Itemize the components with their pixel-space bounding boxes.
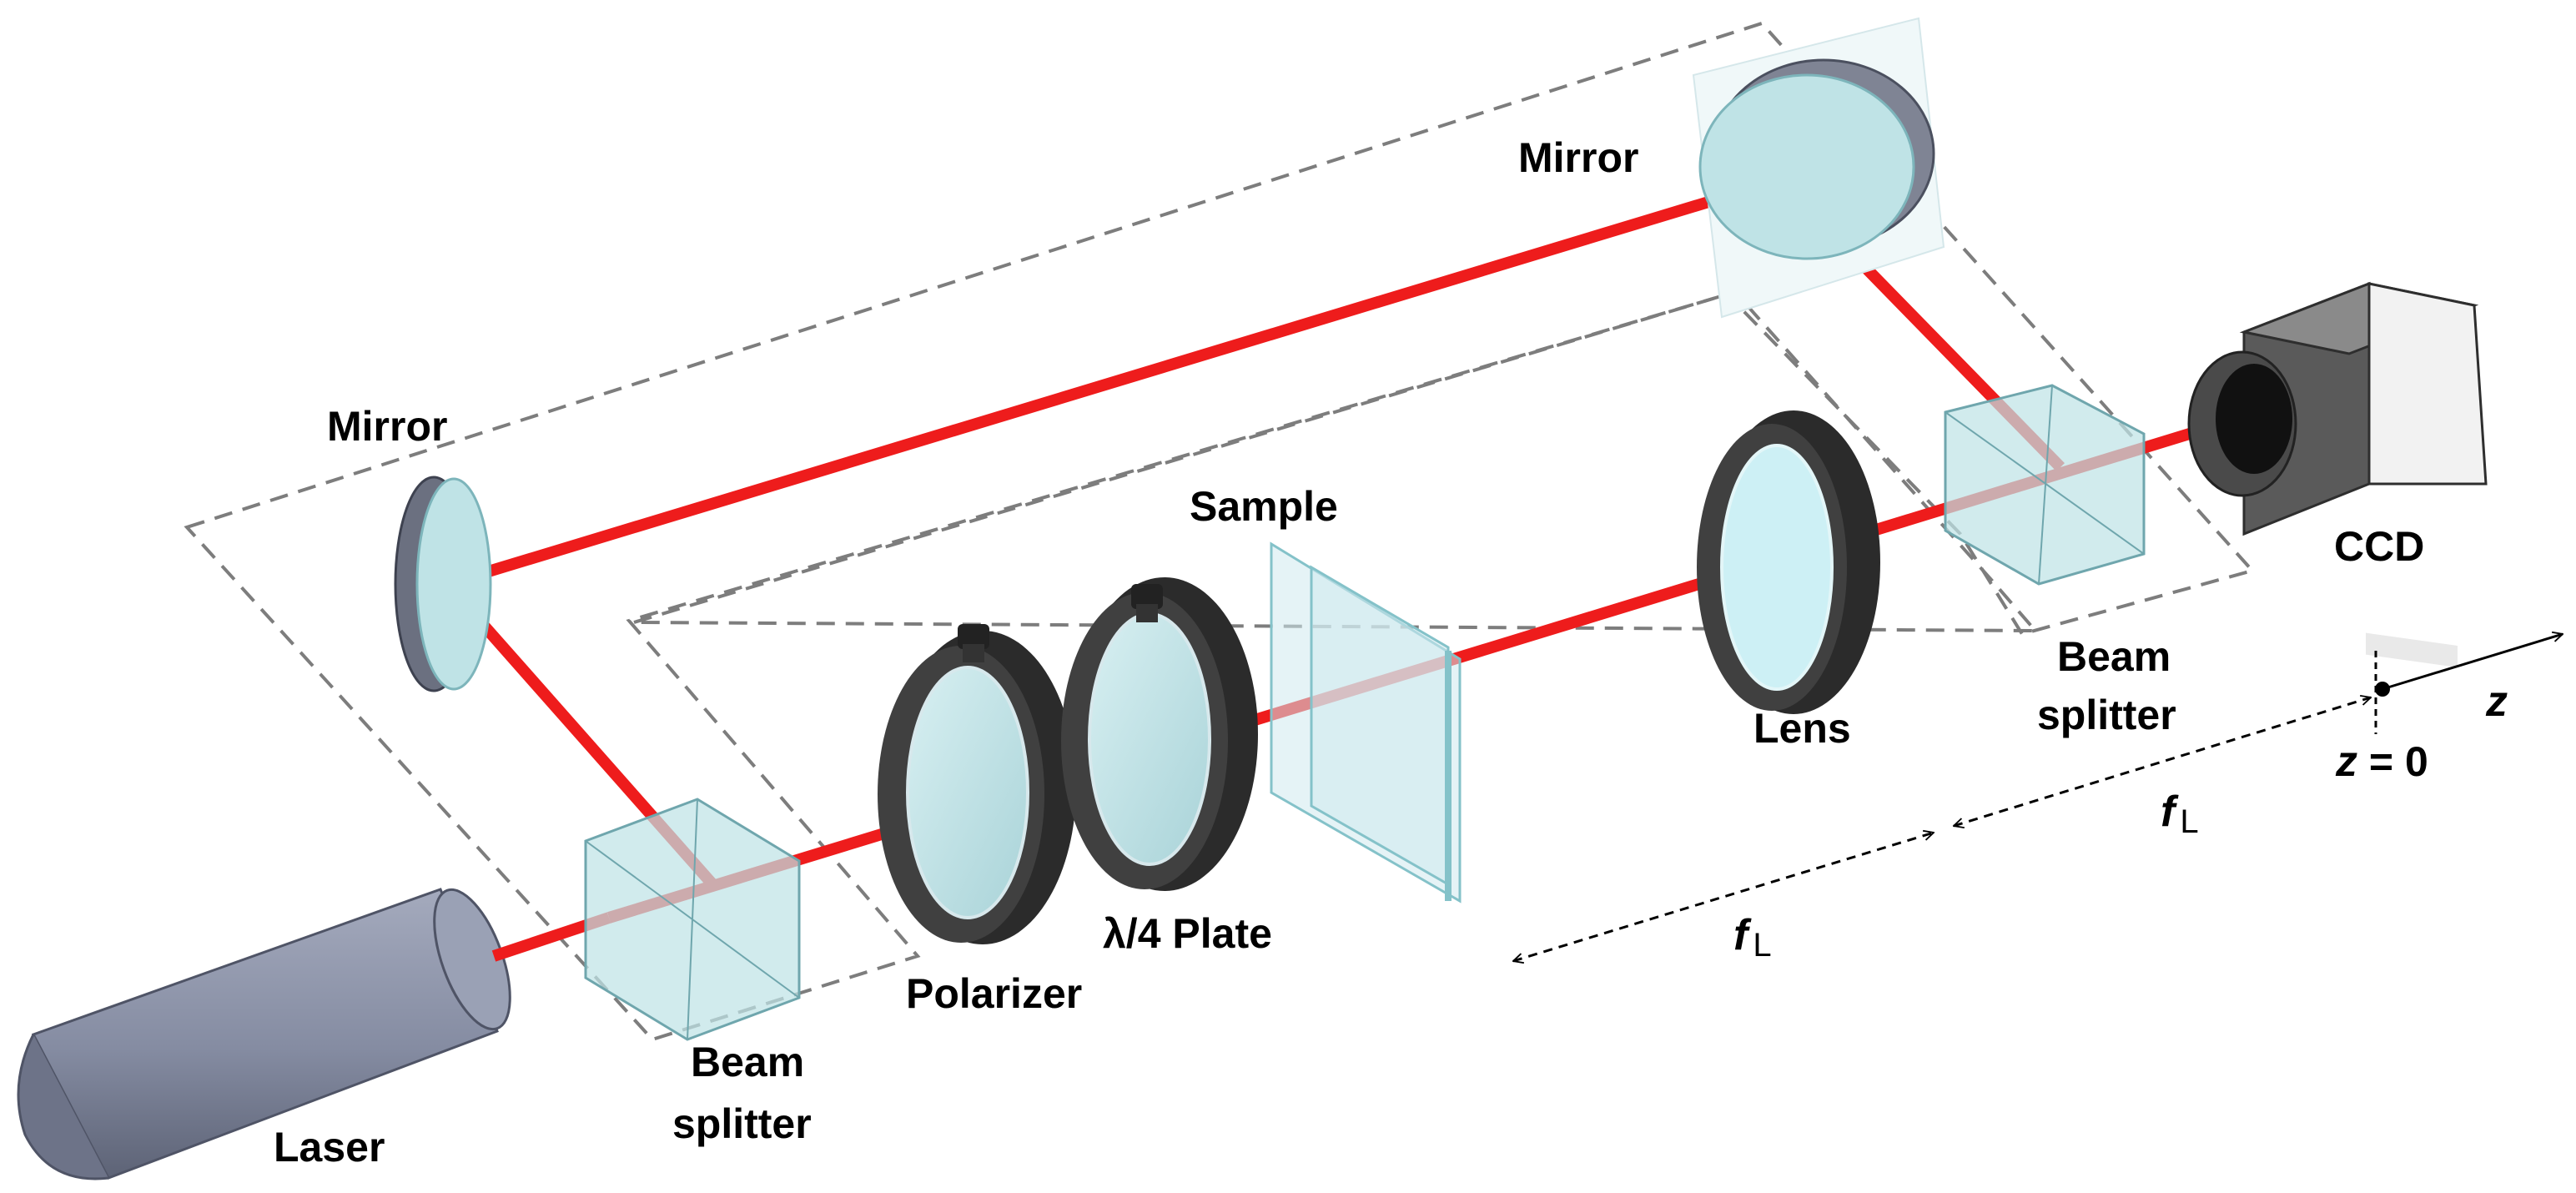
label-z-axis: z bbox=[2485, 677, 2508, 726]
z-origin-dot bbox=[2375, 682, 2390, 697]
laser-body bbox=[31, 888, 499, 1180]
label-quarter-wave-plate: λ/4 Plate bbox=[1103, 910, 1272, 957]
quarter-wave-plate bbox=[1061, 577, 1258, 891]
z-axis-arrow bbox=[2382, 634, 2563, 691]
laser bbox=[17, 888, 511, 1180]
mirror-top bbox=[1692, 17, 1945, 319]
dashed-plate-outer bbox=[184, 21, 2256, 1042]
polarizer bbox=[878, 624, 1076, 944]
label-sample: Sample bbox=[1190, 483, 1338, 530]
mirror-left bbox=[394, 476, 492, 692]
sample bbox=[1270, 541, 1462, 904]
beam-splitter-right bbox=[1944, 384, 2146, 586]
beam-reference-arm bbox=[445, 174, 1783, 590]
label-laser: Laser bbox=[274, 1124, 385, 1170]
label-beam-splitter-right-line1: Beam bbox=[2057, 633, 2171, 680]
label-polarizer: Polarizer bbox=[906, 970, 1082, 1017]
dashed-plate-inner bbox=[633, 289, 2040, 633]
dimension-arrows bbox=[1513, 634, 2563, 961]
label-mirror-left: Mirror bbox=[327, 403, 447, 450]
lens bbox=[1697, 410, 1880, 714]
label-beam-splitter-left-line2: splitter bbox=[672, 1100, 812, 1147]
focal-length-arrow-1 bbox=[1513, 833, 1934, 961]
label-beam-splitter-left-line1: Beam bbox=[691, 1039, 804, 1085]
label-ccd: CCD bbox=[2334, 523, 2424, 570]
label-mirror-top: Mirror bbox=[1518, 134, 1638, 181]
label-beam-splitter-right-line2: splitter bbox=[2037, 692, 2176, 738]
beam-splitter-left bbox=[584, 798, 801, 1041]
laser-back-end bbox=[17, 1034, 109, 1180]
label-z-origin: z = 0 bbox=[2335, 737, 2428, 786]
label-lens: Lens bbox=[1753, 705, 1851, 752]
ccd-camera bbox=[2187, 281, 2488, 668]
